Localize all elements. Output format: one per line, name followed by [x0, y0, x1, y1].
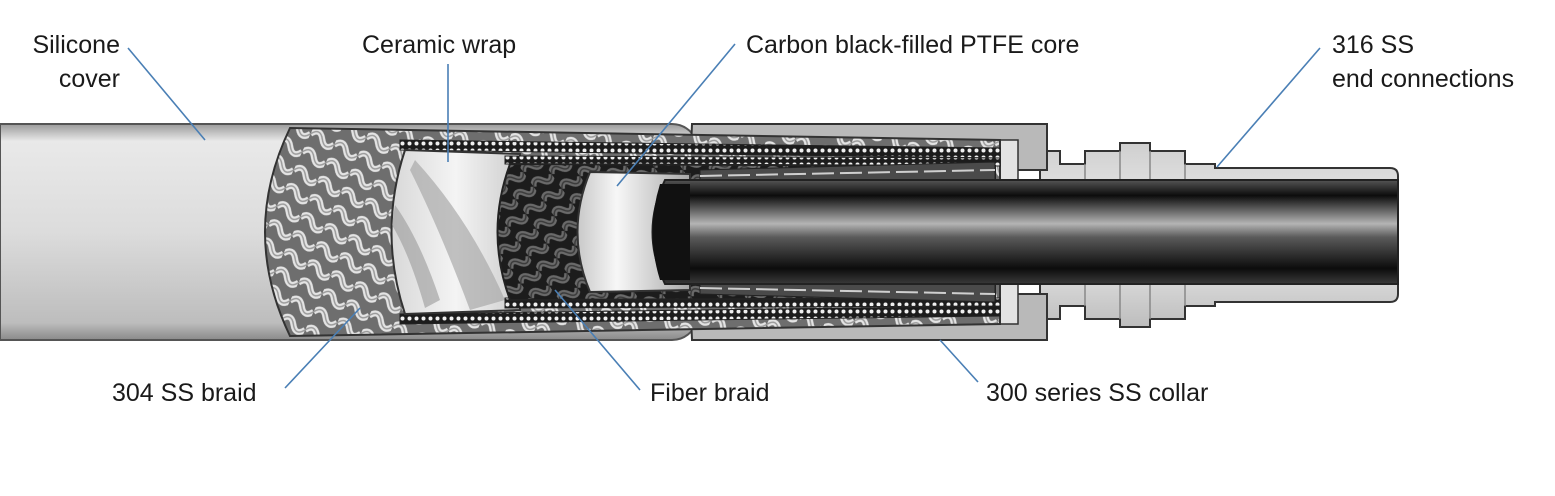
label-end-connections: 316 SS end connections — [1332, 28, 1514, 96]
ceramic-wrap-layer — [390, 148, 521, 316]
leader-fiber-braid — [554, 289, 641, 391]
label-ss-braid: 304 SS braid — [112, 379, 257, 407]
leader-ptfe-core — [616, 43, 736, 187]
label-ceramic-wrap: Ceramic wrap — [362, 31, 517, 59]
label-silicone-cover: Silicone cover — [22, 28, 120, 96]
leader-ss-collar — [939, 339, 979, 383]
leader-lines — [127, 43, 1321, 391]
label-ptfe-core: Carbon black-filled PTFE core — [746, 31, 1080, 59]
label-end-connections-line1: 316 SS — [1332, 31, 1415, 59]
label-fiber-braid: Fiber braid — [650, 379, 770, 407]
label-silicone-cover-line1: Silicone — [32, 31, 120, 59]
leader-ss-braid — [284, 307, 361, 389]
leader-silicone-cover — [127, 47, 206, 141]
label-silicone-cover-line2: cover — [58, 65, 120, 93]
label-ss-collar: 300 series SS collar — [986, 379, 1209, 407]
leader-end-connections — [1216, 47, 1321, 168]
label-end-connections-line2: end connections — [1332, 65, 1515, 93]
bore-tube — [651, 179, 1399, 285]
